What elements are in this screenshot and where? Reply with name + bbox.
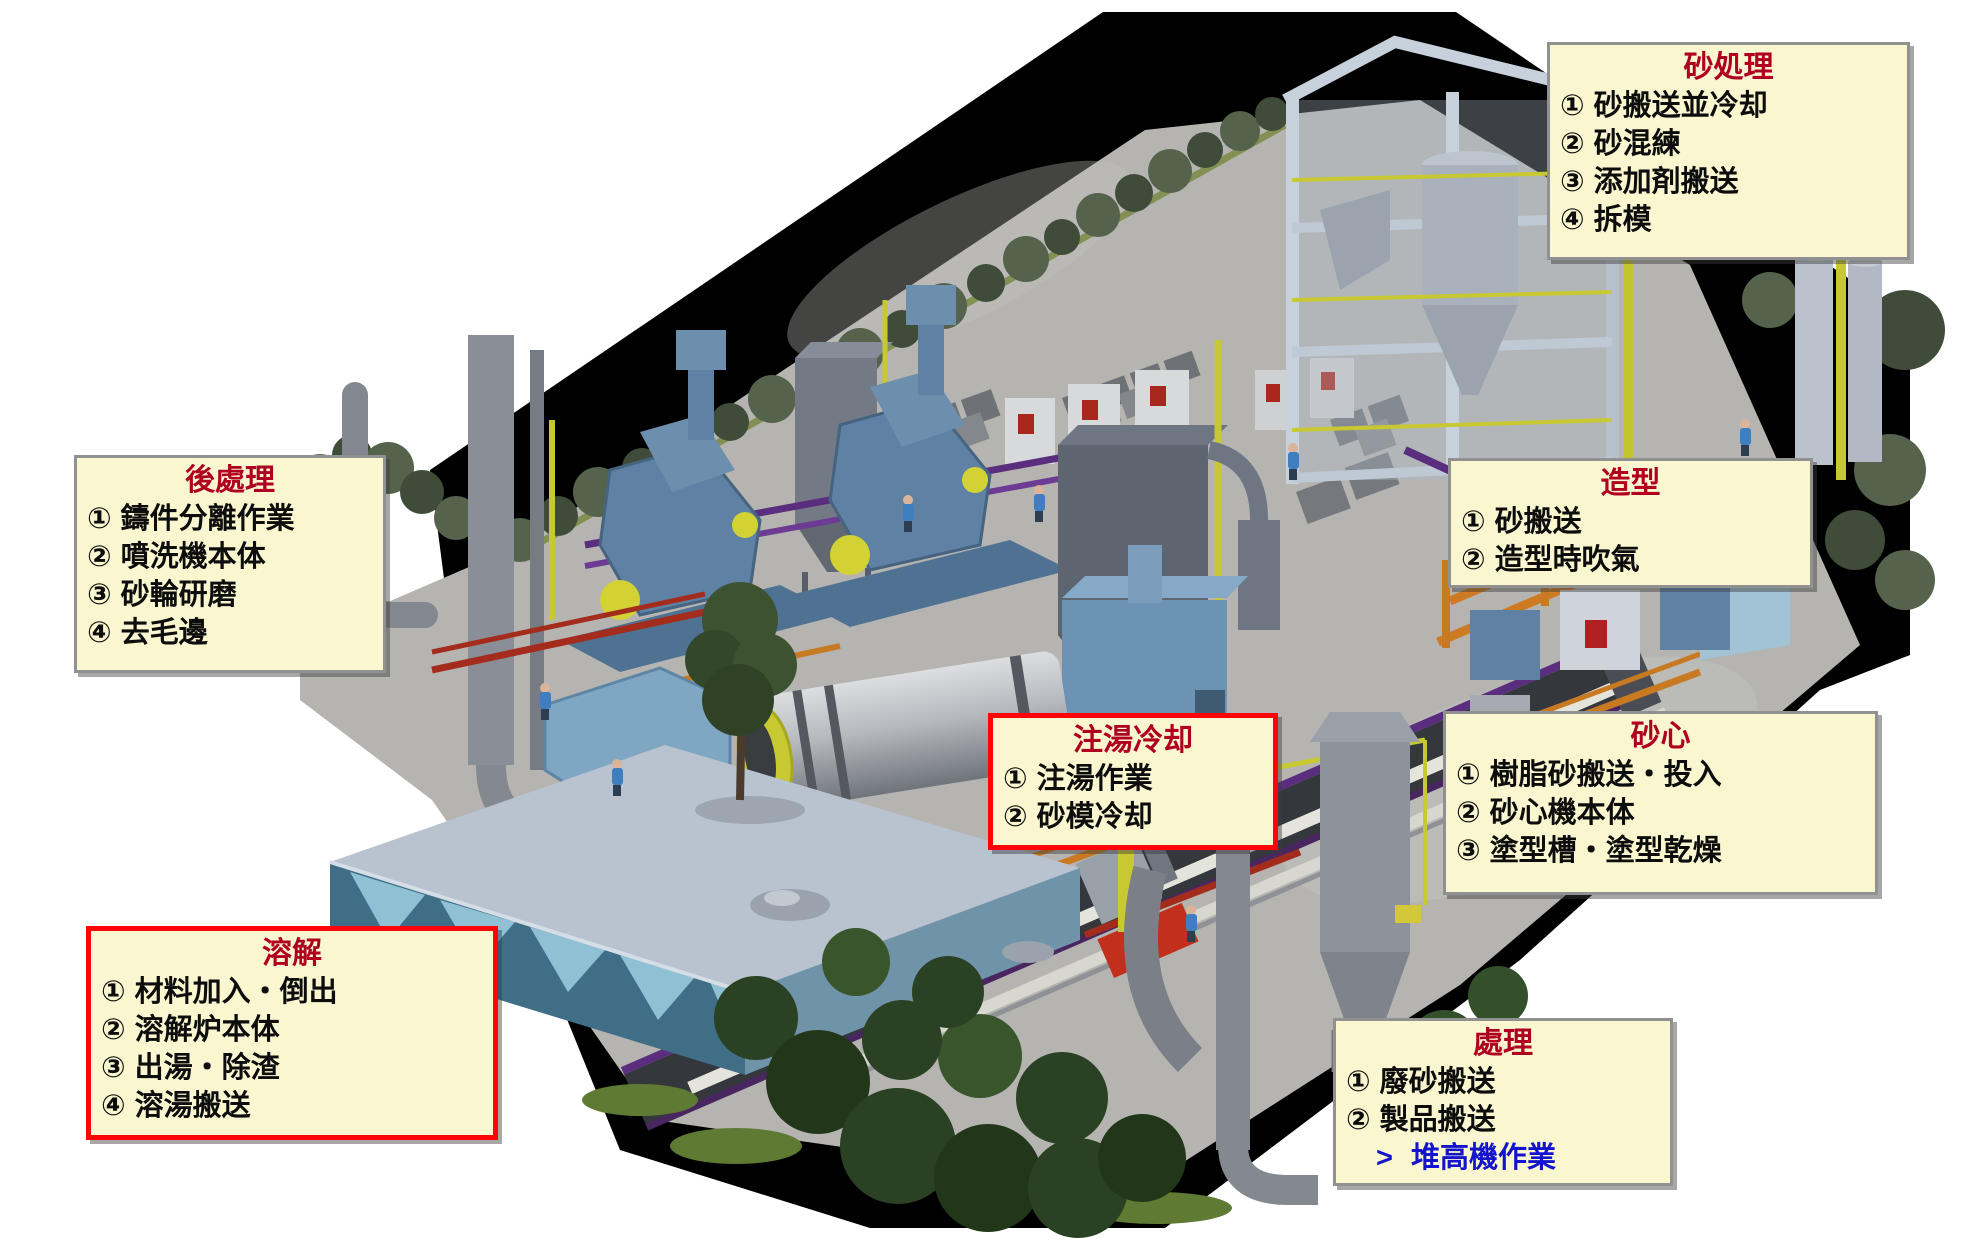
item-number: ② [1456,797,1481,829]
item-number: ③ [1456,835,1481,867]
item-text: 出湯・除渣 [134,1052,280,1084]
item-text: 塗型槽・塗型乾燥 [1489,835,1722,867]
item-number: ③ [1560,166,1585,198]
callout-title: 砂心 [1630,720,1691,753]
item-text: 注湯作業 [1036,763,1153,795]
center-tree [685,582,805,824]
item-text: 廢砂搬送 [1379,1066,1496,1098]
item-text: 砂搬送並冷却 [1593,90,1768,122]
item-text: 材料加入・倒出 [134,976,338,1008]
item-number: ① [1346,1066,1371,1098]
item-number: ② [101,1014,126,1046]
item-text: 溶解炉本体 [134,1014,280,1046]
item-number: ③ [87,579,112,611]
item-number: ④ [101,1090,126,1122]
melting-furnace [329,712,1427,1205]
item-text: 添加剤搬送 [1593,166,1739,198]
item-text: 砂混練 [1593,128,1681,160]
callout-title: 造型 [1600,467,1661,500]
item-number: ① [1461,506,1486,538]
item-text: 噴洗機本体 [120,541,266,573]
item-text: 鑄件分離作業 [120,503,295,535]
item-number: ① [1003,763,1028,795]
item-number: ① [101,976,126,1008]
item-text: 砂模冷却 [1036,801,1153,833]
worker-figures [540,419,1751,942]
item-number: ② [1461,544,1486,576]
item-text: 製品搬送 [1379,1104,1496,1136]
item-text: 造型時吹氣 [1494,544,1640,576]
item-text: 溶湯搬送 [134,1090,251,1122]
callout-title: 溶解 [262,937,322,970]
item-text: 砂輪研磨 [120,579,237,611]
silo-pair-right [1742,240,1945,610]
shot-blast-machines [431,285,1201,709]
item-text: 砂搬送 [1494,506,1582,538]
item-text: 拆模 [1593,204,1652,236]
callout-title: 砂処理 [1683,51,1774,84]
note-marker: > [1376,1142,1393,1174]
callout-title: 注湯冷却 [1073,724,1193,757]
item-number: ① [1560,90,1585,122]
note-text: 堆高機作業 [1410,1142,1556,1174]
item-number: ① [87,503,112,535]
item-number: ② [1560,128,1585,160]
item-text: 去毛邊 [120,617,208,649]
forklift-note: > 堆高機作業 [1346,1139,1660,1177]
callout-title: 後處理 [185,464,275,497]
item-number: ④ [1560,204,1585,236]
item-text: 樹脂砂搬送・投入 [1489,759,1722,791]
item-text: 砂心機本体 [1489,797,1635,829]
item-number: ③ [101,1052,126,1084]
item-number: ② [1346,1104,1371,1136]
item-number: ① [1456,759,1481,791]
item-number: ② [87,541,112,573]
item-number: ② [1003,801,1028,833]
item-number: ④ [87,617,112,649]
sand-tower [1282,35,1633,539]
callout-title: 處理 [1473,1027,1533,1060]
